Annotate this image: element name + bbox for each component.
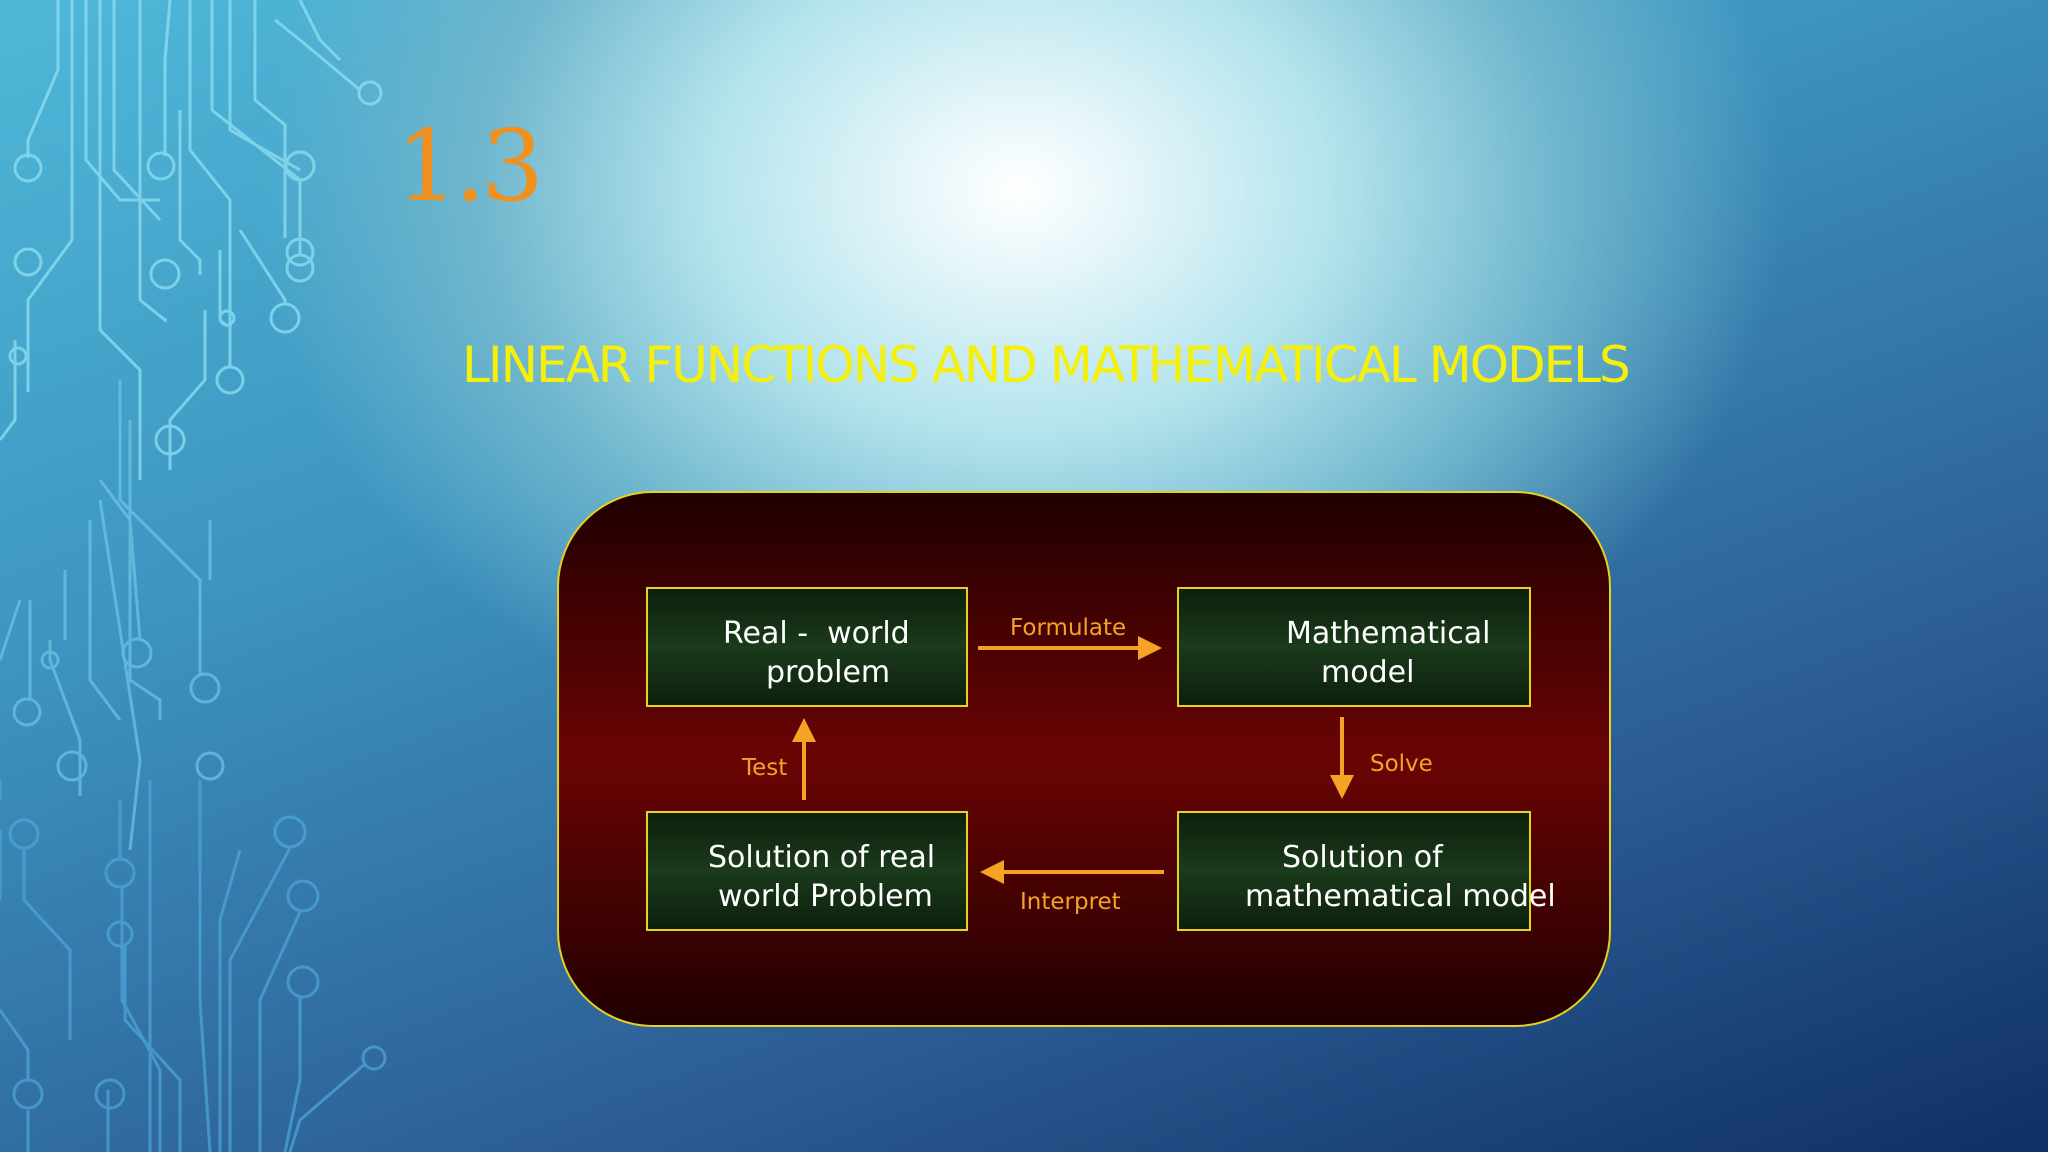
mathematical-model-box: Mathematical model	[1177, 587, 1531, 707]
slide-number: 1.3	[396, 110, 544, 224]
box-line: model	[1321, 655, 1415, 690]
diagram-panel	[557, 491, 1611, 1027]
box-line: Solution of real	[708, 840, 936, 875]
box-line: mathematical model	[1245, 879, 1556, 914]
circuit-decoration	[0, 0, 387, 1152]
test-label: Test	[742, 755, 788, 781]
box-line: world Problem	[718, 879, 933, 914]
formulate-label: Formulate	[1010, 615, 1127, 641]
interpret-label: Interpret	[1020, 889, 1121, 915]
solution-real-world-box: Solution of real world Problem	[646, 811, 968, 931]
box-line: Mathematical	[1286, 616, 1491, 651]
solution-mathematical-model-box: Solution of mathematical model	[1177, 811, 1556, 931]
real-world-problem-box: Real - world problem	[646, 587, 968, 707]
slide-title: LINEAR FUNCTIONS AND MATHEMATICAL MODELS	[462, 336, 1631, 394]
box-line: Real - world	[723, 616, 910, 651]
box-line: Solution of	[1282, 840, 1443, 875]
solve-label: Solve	[1370, 751, 1433, 777]
box-line: problem	[766, 655, 891, 690]
